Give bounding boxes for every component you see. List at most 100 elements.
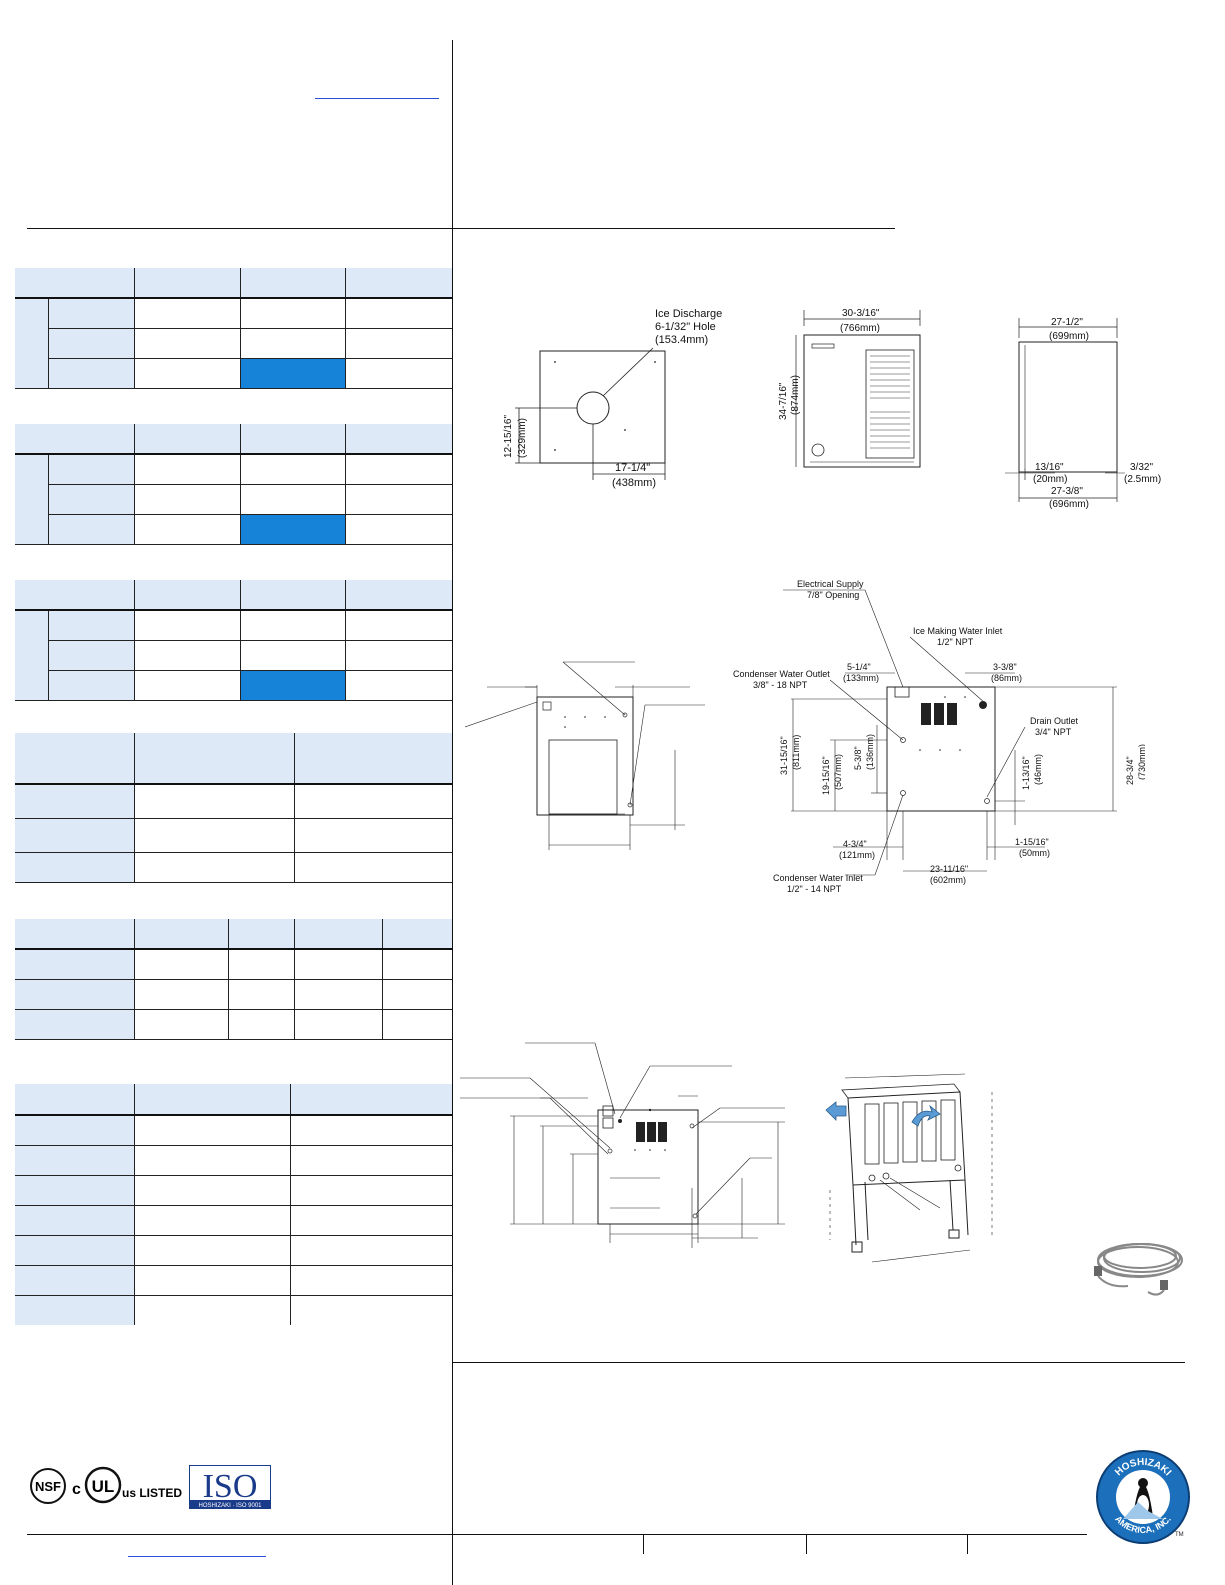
table-row	[15, 949, 452, 980]
h1-dim: 31-15/16"	[779, 736, 789, 775]
spec-table-5	[15, 919, 452, 1040]
ul-c-text: c	[72, 1481, 81, 1498]
us-listed-text: us LISTED	[122, 1486, 182, 1500]
b1-dim: 4-3/4"	[843, 839, 867, 849]
table-header-row	[15, 268, 452, 299]
lower-rear-diagram	[460, 1042, 785, 1248]
cond-outlet-label: Condenser Water Outlet	[733, 669, 830, 679]
rear-view-diagram: Electrical Supply 7/8" Opening Ice Makin…	[733, 579, 1145, 894]
h2-dim-mm: (507mm)	[833, 754, 843, 790]
table-header-row	[15, 580, 452, 611]
electrical-size: 7/8" Opening	[807, 590, 859, 600]
highlight-cell	[240, 670, 346, 701]
left-top-dim-mm: (133mm)	[843, 673, 879, 683]
footer-divider-3	[967, 1534, 968, 1554]
table-row	[15, 818, 452, 853]
h4-dim: 1-13/16"	[1021, 756, 1031, 790]
spec-table-2	[15, 424, 452, 545]
depth-dimension: 12-15/16"	[503, 415, 514, 458]
side-bottom-width-mm: (696mm)	[1049, 499, 1089, 510]
h1-dim-mm: (811mm)	[791, 735, 801, 770]
table-row	[15, 610, 452, 701]
drain-size: 3/4" NPT	[1035, 727, 1072, 737]
table-row	[15, 852, 452, 883]
b1-dim-mm: (121mm)	[839, 850, 875, 860]
discharge-label: Ice Discharge	[655, 308, 722, 320]
footer-link-underline[interactable]	[128, 1556, 266, 1557]
table-row	[15, 670, 452, 701]
side-right-offset: 3/32"	[1130, 462, 1153, 473]
table-row	[15, 1235, 452, 1266]
side-right-offset-mm: (2.5mm)	[1124, 474, 1161, 485]
table-row	[15, 514, 452, 545]
hoshizaki-america-logo: HOSHIZAKI AMERICA, INC.	[1096, 1450, 1190, 1544]
side-top-width: 27-1/2"	[1051, 317, 1083, 328]
water-inlet-size: 1/2" NPT	[937, 637, 974, 647]
h3-dim-mm: (136mm)	[865, 734, 875, 770]
column-divider	[452, 40, 453, 1585]
h5-dim: 28-3/4"	[1125, 756, 1135, 785]
iso-logo: ISO HOSHIZAKI · ISO 9001	[189, 1465, 271, 1509]
discharge-mm: (153.4mm)	[655, 334, 708, 346]
b2-dim-mm: (50mm)	[1019, 848, 1050, 858]
water-inlet-label: Ice Making Water Inlet	[913, 626, 1003, 636]
table-header-row	[15, 1084, 452, 1116]
right-top-dim-mm: (86mm)	[991, 673, 1022, 683]
cond-inlet-size: 1/2" - 14 NPT	[787, 884, 842, 894]
table-row	[15, 1009, 452, 1040]
nsf-text: NSF	[35, 1479, 61, 1494]
front-height-mm: (874mm)	[790, 375, 801, 415]
table-row	[15, 484, 452, 515]
table-row	[15, 358, 452, 389]
hose-kit-image	[1094, 1243, 1183, 1296]
side-detail-diagram	[465, 661, 705, 850]
table-row	[15, 640, 452, 671]
highlight-cell	[240, 358, 346, 389]
table-row	[15, 298, 452, 389]
h3-dim: 5-3/8"	[853, 746, 863, 770]
discharge-size: 6-1/32" Hole	[655, 321, 716, 333]
b3-dim-mm: (602mm)	[930, 875, 966, 885]
width-mm: (438mm)	[612, 477, 656, 489]
spec-table-4	[15, 733, 452, 883]
iso-text: ISO	[203, 1468, 258, 1505]
footer-divider-2	[806, 1534, 807, 1554]
table-header-row	[15, 733, 452, 785]
footer-divider-1	[643, 1534, 644, 1554]
b3-dim: 23-11/16"	[930, 864, 968, 874]
right-top-dim: 3-3/8"	[993, 662, 1017, 672]
spec-table-6	[15, 1084, 452, 1325]
depth-mm: (329mm)	[517, 418, 528, 458]
front-height: 34-7/16"	[778, 382, 789, 420]
front-width: 30-3/16"	[842, 308, 880, 319]
side-left-offset-mm: (20mm)	[1033, 474, 1067, 485]
ul-listed-logo: c UL us LISTED	[72, 1466, 182, 1504]
electrical-label: Electrical Supply	[797, 579, 864, 589]
table-row	[15, 454, 452, 545]
spec-table-3	[15, 580, 452, 701]
table-row	[15, 1115, 452, 1146]
top-link-underline[interactable]	[315, 98, 439, 99]
spec-table-1	[15, 268, 452, 389]
table-row	[15, 1145, 452, 1176]
table-row	[15, 1175, 452, 1206]
trademark-mark: TM	[1175, 1532, 1184, 1538]
side-bottom-width: 27-3/8"	[1051, 486, 1083, 497]
side-view-diagram: 27-1/2" (699mm) 13/16" (20mm) 3/32" (2.5…	[1005, 317, 1161, 510]
iso-sub-text: HOSHIZAKI · ISO 9001	[198, 1503, 262, 1509]
highlight-cell	[240, 514, 346, 545]
right-section-rule	[453, 228, 895, 229]
cond-outlet-size: 3/8" - 18 NPT	[753, 680, 808, 690]
drain-label: Drain Outlet	[1030, 716, 1079, 726]
table-header-row	[15, 919, 452, 950]
ul-text: UL	[92, 1477, 115, 1496]
front-width-mm: (766mm)	[840, 323, 880, 334]
table-row	[15, 328, 452, 359]
bottom-right-rule	[453, 1362, 1185, 1363]
h5-dim-mm: (730mm)	[1137, 744, 1145, 780]
h2-dim: 19-15/16"	[821, 756, 831, 795]
top-view-diagram: Ice Discharge 6-1/32" Hole (153.4mm) 12-…	[503, 308, 722, 489]
left-section-rule	[27, 228, 452, 229]
table-row	[15, 1265, 452, 1296]
table-header-row	[15, 424, 452, 455]
